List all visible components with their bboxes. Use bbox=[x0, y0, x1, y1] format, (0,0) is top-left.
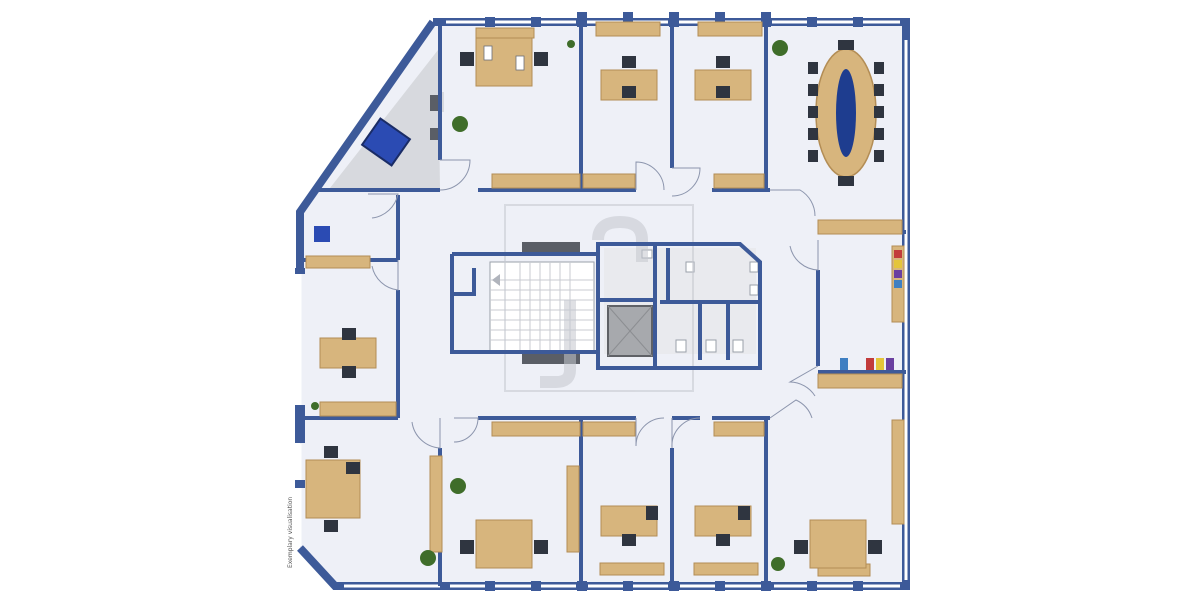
plants bbox=[311, 40, 788, 571]
building-floor bbox=[300, 22, 906, 586]
shelf-binders bbox=[840, 250, 902, 370]
staircase bbox=[489, 242, 595, 364]
door-swings bbox=[368, 159, 819, 449]
elevator bbox=[607, 305, 653, 357]
conference-table bbox=[808, 40, 884, 186]
windows bbox=[298, 20, 908, 588]
interior-walls bbox=[300, 22, 906, 586]
kitchen bbox=[330, 50, 444, 188]
watermark-logo bbox=[504, 204, 694, 392]
visualisation-label: Exemplary visualisation bbox=[287, 497, 294, 568]
desks bbox=[305, 37, 882, 569]
printer bbox=[314, 226, 330, 242]
